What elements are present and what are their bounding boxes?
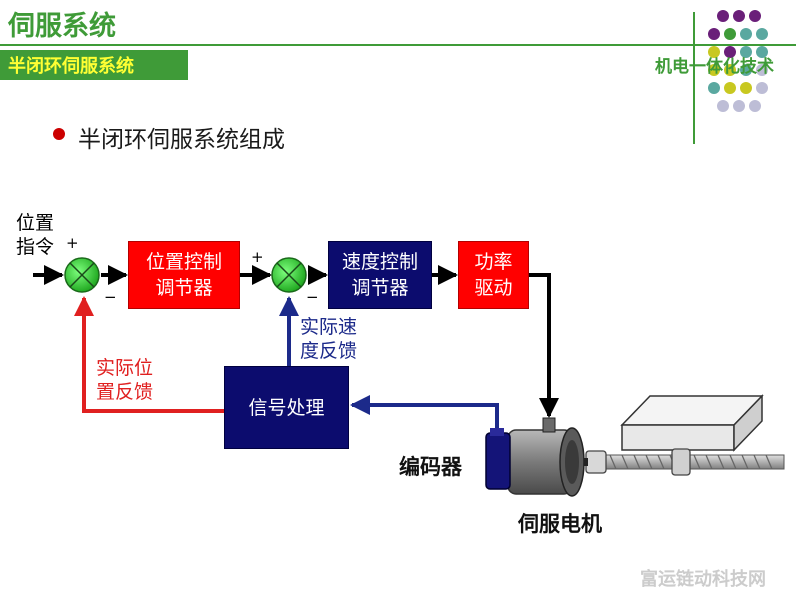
decorative-dots	[708, 10, 768, 112]
summing-junction-2	[271, 257, 307, 293]
decor-dot	[733, 100, 745, 112]
sum1-minus: −	[104, 288, 117, 306]
position-command-label: 位置 指令	[16, 212, 55, 258]
section-heading: 半闭环伺服系统组成	[78, 127, 285, 153]
position-feedback-label: 实际位 置反馈	[96, 357, 154, 403]
speed-feedback-label: 实际速 度反馈	[300, 316, 358, 362]
subtitle-bar	[0, 50, 188, 80]
encoder-label: 编码器	[399, 455, 462, 479]
summing-junction-1	[64, 257, 100, 293]
slide-title: 伺服系统	[8, 11, 116, 42]
decor-dot	[724, 46, 736, 58]
decor-dot	[756, 46, 768, 58]
slide-subtitle: 半闭环伺服系统	[8, 56, 134, 77]
decor-dot	[740, 64, 752, 76]
decor-dot	[717, 10, 729, 22]
decor-dot	[756, 64, 768, 76]
position-feedback-line	[74, 296, 224, 413]
decor-dot	[708, 82, 720, 94]
worktable-graphic	[620, 394, 764, 452]
decor-dot	[756, 82, 768, 94]
encoder-signal-line	[350, 395, 499, 430]
ball-screw-graphic	[603, 448, 785, 476]
decor-dot	[724, 28, 736, 40]
servo-motor-graphic	[507, 417, 585, 497]
brand-text: 机电一体化技术	[655, 57, 774, 77]
drive-output-arrow	[529, 273, 559, 418]
position-controller-block: 位置控制调节器	[128, 241, 240, 309]
decor-dot	[708, 64, 720, 76]
decor-dot	[740, 46, 752, 58]
signal-processing-block: 信号处理	[224, 366, 349, 449]
bullet-icon	[53, 128, 65, 140]
sum2-minus: −	[306, 288, 319, 306]
title-rule	[0, 44, 796, 46]
decor-dot	[749, 100, 761, 112]
servo-motor-label: 伺服电机	[518, 512, 602, 536]
decor-dot	[740, 82, 752, 94]
vertical-rule	[693, 12, 695, 144]
decor-dot	[733, 10, 745, 22]
decor-dot	[749, 10, 761, 22]
speed-controller-block: 速度控制调节器	[328, 241, 432, 309]
decor-dot	[724, 64, 736, 76]
power-drive-block: 功率驱动	[458, 241, 529, 309]
sum2-plus: +	[251, 248, 264, 266]
encoder-graphic	[485, 428, 511, 490]
decor-dot	[740, 28, 752, 40]
decor-dot	[717, 100, 729, 112]
coupling-graphic	[585, 450, 607, 474]
decor-dot	[724, 82, 736, 94]
sum1-plus: +	[66, 234, 79, 252]
decor-dot	[756, 28, 768, 40]
decor-dot	[708, 28, 720, 40]
watermark: 富运链动科技网	[640, 569, 766, 590]
decor-dot	[708, 46, 720, 58]
